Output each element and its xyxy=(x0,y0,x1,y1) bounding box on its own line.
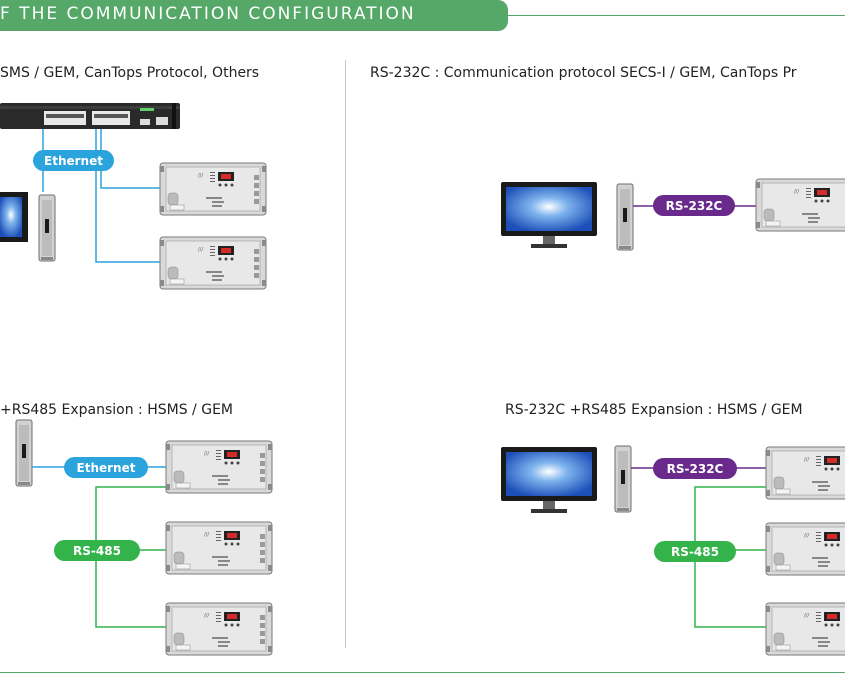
controller-device-icon xyxy=(165,440,273,494)
ethernet-pill: Ethernet xyxy=(33,150,114,171)
pc-tower-icon xyxy=(15,419,33,487)
network-switch-icon xyxy=(0,103,180,129)
monitor-icon xyxy=(501,182,597,248)
ethernet-pill-label: Ethernet xyxy=(77,461,136,475)
rs485-pill: RS-485 xyxy=(654,541,736,562)
title-banner: F THE COMMUNICATION CONFIGURATION xyxy=(0,0,508,31)
ethernet-pill-label: Ethernet xyxy=(44,154,103,168)
controller-device-icon xyxy=(159,162,267,216)
pc-tower-icon xyxy=(616,183,634,251)
rs232c-pill-label: RS-232C xyxy=(666,199,723,213)
monitor-icon xyxy=(0,192,28,242)
ethernet-pill: Ethernet xyxy=(64,457,148,478)
heading-bottom-right: RS-232C +RS485 Expansion : HSMS / GEM xyxy=(505,402,803,418)
controller-device-icon xyxy=(165,521,273,575)
controller-device-icon xyxy=(765,522,845,576)
heading-top-left: SMS / GEM, CanTops Protocol, Others xyxy=(0,65,260,81)
rs232c-pill-label: RS-232C xyxy=(667,462,724,476)
heading-bottom-left: +RS485 Expansion : HSMS / GEM xyxy=(0,402,233,418)
controller-device-icon xyxy=(165,602,273,656)
bottom-rule xyxy=(0,672,845,673)
controller-device-icon xyxy=(755,178,845,232)
heading-top-right: RS-232C : Communication protocol SECS-I … xyxy=(370,65,797,81)
banner-title: F THE COMMUNICATION CONFIGURATION xyxy=(0,4,416,24)
controller-device-icon xyxy=(159,236,267,290)
pc-tower-icon xyxy=(614,445,632,513)
rs232c-pill: RS-232C xyxy=(653,195,735,216)
pc-tower-icon xyxy=(38,194,56,262)
rs485-pill: RS-485 xyxy=(54,540,140,561)
monitor-icon xyxy=(501,447,597,513)
rs232c-pill: RS-232C xyxy=(653,458,737,479)
banner-rule xyxy=(508,15,845,16)
rs485-pill-label: RS-485 xyxy=(671,545,719,559)
rs485-pill-label: RS-485 xyxy=(73,544,121,558)
panel-divider xyxy=(345,60,346,648)
controller-device-icon xyxy=(765,446,845,500)
controller-device-icon xyxy=(765,602,845,656)
